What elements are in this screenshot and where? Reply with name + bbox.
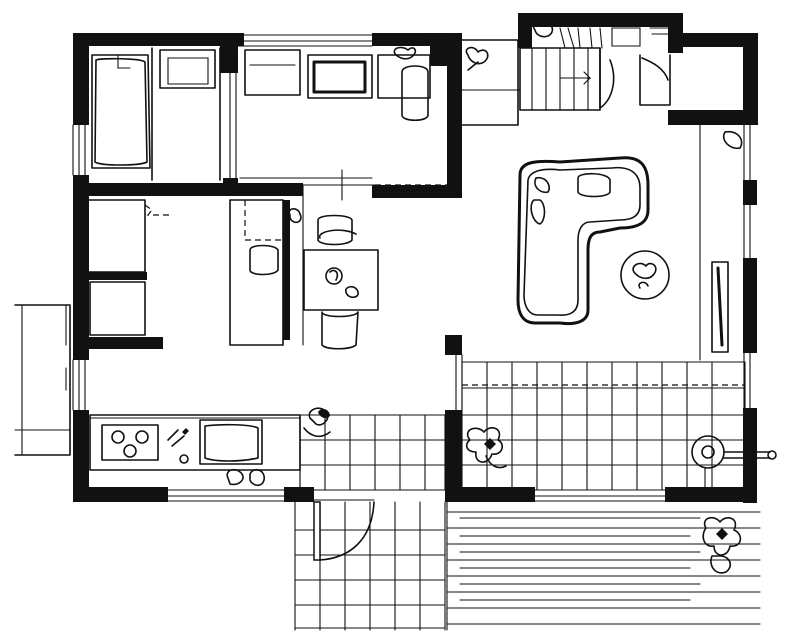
- bedroom: [91, 44, 237, 181]
- bath-closets: [14, 199, 302, 456]
- entry-steps: [294, 499, 446, 631]
- exterior-walls: [73, 13, 758, 503]
- kids-room: [239, 39, 447, 186]
- tile-floor-kitchen: [299, 414, 446, 491]
- stairs-entry: [461, 22, 743, 150]
- deck-boards: [446, 501, 761, 631]
- living-room: [516, 124, 729, 361]
- window-lines: [72, 34, 751, 502]
- tile-floor-living: [461, 361, 746, 491]
- interior-walls: [73, 33, 462, 502]
- kitchen: [89, 414, 301, 491]
- dining-area: [302, 169, 379, 350]
- patio-table: [691, 435, 777, 491]
- deck-plant-icon: [702, 516, 742, 574]
- person-figure-kitchen: [303, 407, 331, 438]
- plant-icon: [465, 427, 507, 469]
